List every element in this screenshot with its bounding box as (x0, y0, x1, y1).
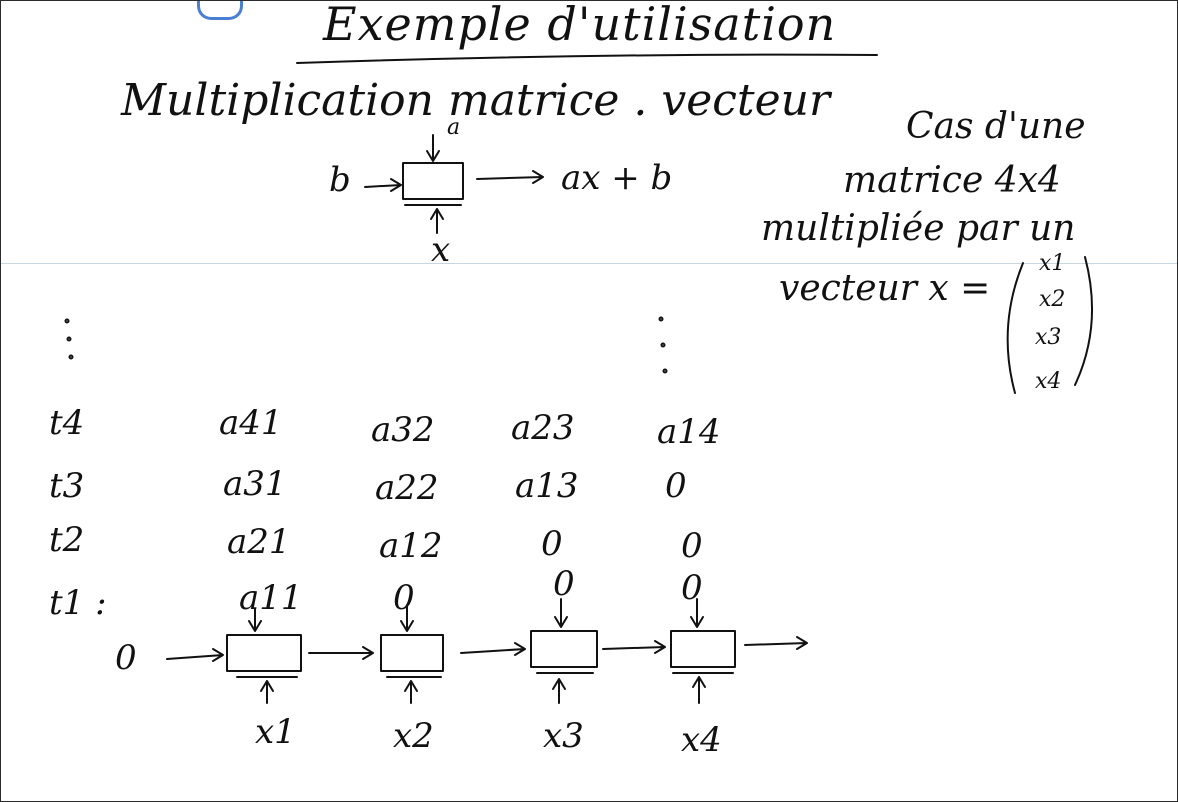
matrix-cell: 0 (681, 526, 703, 566)
top-arrow (426, 134, 440, 162)
time-label-t1: t1 : (49, 583, 107, 623)
vector-entry-1: x1 (1039, 251, 1066, 276)
chain-cell-4 (670, 630, 736, 668)
matrix-cell: a14 (657, 412, 721, 452)
matrix-cell: 0 (541, 524, 563, 564)
chain-arrow-out (744, 636, 808, 650)
chain-cell-3 (530, 630, 598, 668)
matrix-cell: a22 (375, 468, 439, 508)
cell-left-input: b (329, 160, 351, 200)
chain-input-x1: x1 (255, 712, 296, 752)
side-note-line-2: matrice 4x4 (843, 160, 1061, 201)
matrix-cell: a13 (515, 466, 579, 506)
chain-bottom-arrow-4 (692, 676, 706, 704)
page-subtitle: Multiplication matrice . vecteur (121, 75, 830, 126)
matrix-cell: 0 (665, 466, 687, 506)
side-note-line-3: multipliée par un (761, 208, 1076, 249)
cell-bottom-input: x (431, 230, 451, 270)
chain-arrow-1 (308, 646, 374, 660)
chain-input-x3: x3 (543, 716, 584, 756)
matrix-cell: a21 (227, 522, 291, 562)
chain-cell-2 (380, 634, 444, 672)
matrix-cell: 0 (553, 564, 575, 604)
chain-input-x4: x4 (681, 720, 722, 760)
matrix-cell: a12 (379, 526, 443, 566)
matrix-cell: 0 (393, 578, 415, 618)
chain-input-x2: x2 (393, 716, 434, 756)
chain-bottom-arrow-2 (404, 680, 418, 704)
chain-top-arrow-4 (690, 598, 704, 628)
chain-top-arrow-3 (554, 598, 568, 628)
side-note-line-4: vecteur x = (779, 268, 991, 309)
output-arrow (476, 170, 544, 184)
chain-arrow-0 (166, 648, 224, 662)
time-label-t2: t2 (49, 520, 85, 560)
vector-paren-left (1006, 262, 1024, 394)
chain-arrow-2 (460, 642, 526, 656)
chain-bottom-arrow-1 (260, 680, 274, 704)
side-note-line-1: Cas d'une (906, 106, 1086, 147)
matrix-cell: a31 (223, 464, 287, 504)
time-label-t3: t3 (49, 466, 85, 506)
chain-top-arrow-1 (248, 608, 262, 632)
matrix-cell: 0 (681, 568, 703, 608)
matrix-cell: a41 (219, 403, 283, 443)
page-separator (1, 263, 1177, 264)
matrix-cell: a32 (371, 410, 435, 450)
vector-entry-3: x3 (1035, 325, 1062, 350)
page-title: Exemple d'utilisation (323, 0, 837, 51)
left-arrow (364, 178, 402, 192)
title-underline (296, 53, 878, 64)
chain-top-arrow-2 (400, 604, 414, 632)
vector-paren-right (1074, 256, 1094, 386)
time-label-t4: t4 (49, 403, 85, 443)
matrix-cell: a11 (239, 578, 303, 618)
vector-entry-4: x4 (1035, 369, 1062, 394)
matrix-cell: a23 (511, 408, 575, 448)
chain-initial-input: 0 (115, 638, 137, 678)
cell-top-input: a (447, 115, 461, 140)
bottom-arrow (430, 208, 444, 234)
cell-output: ax + b (561, 158, 673, 198)
chain-cell-1 (226, 634, 302, 672)
chain-arrow-3 (602, 640, 666, 654)
cell-box (402, 162, 464, 200)
chain-bottom-arrow-3 (552, 678, 566, 704)
top-decoration (197, 1, 243, 20)
chain-base-lines (236, 672, 734, 678)
vector-entry-2: x2 (1039, 287, 1066, 312)
